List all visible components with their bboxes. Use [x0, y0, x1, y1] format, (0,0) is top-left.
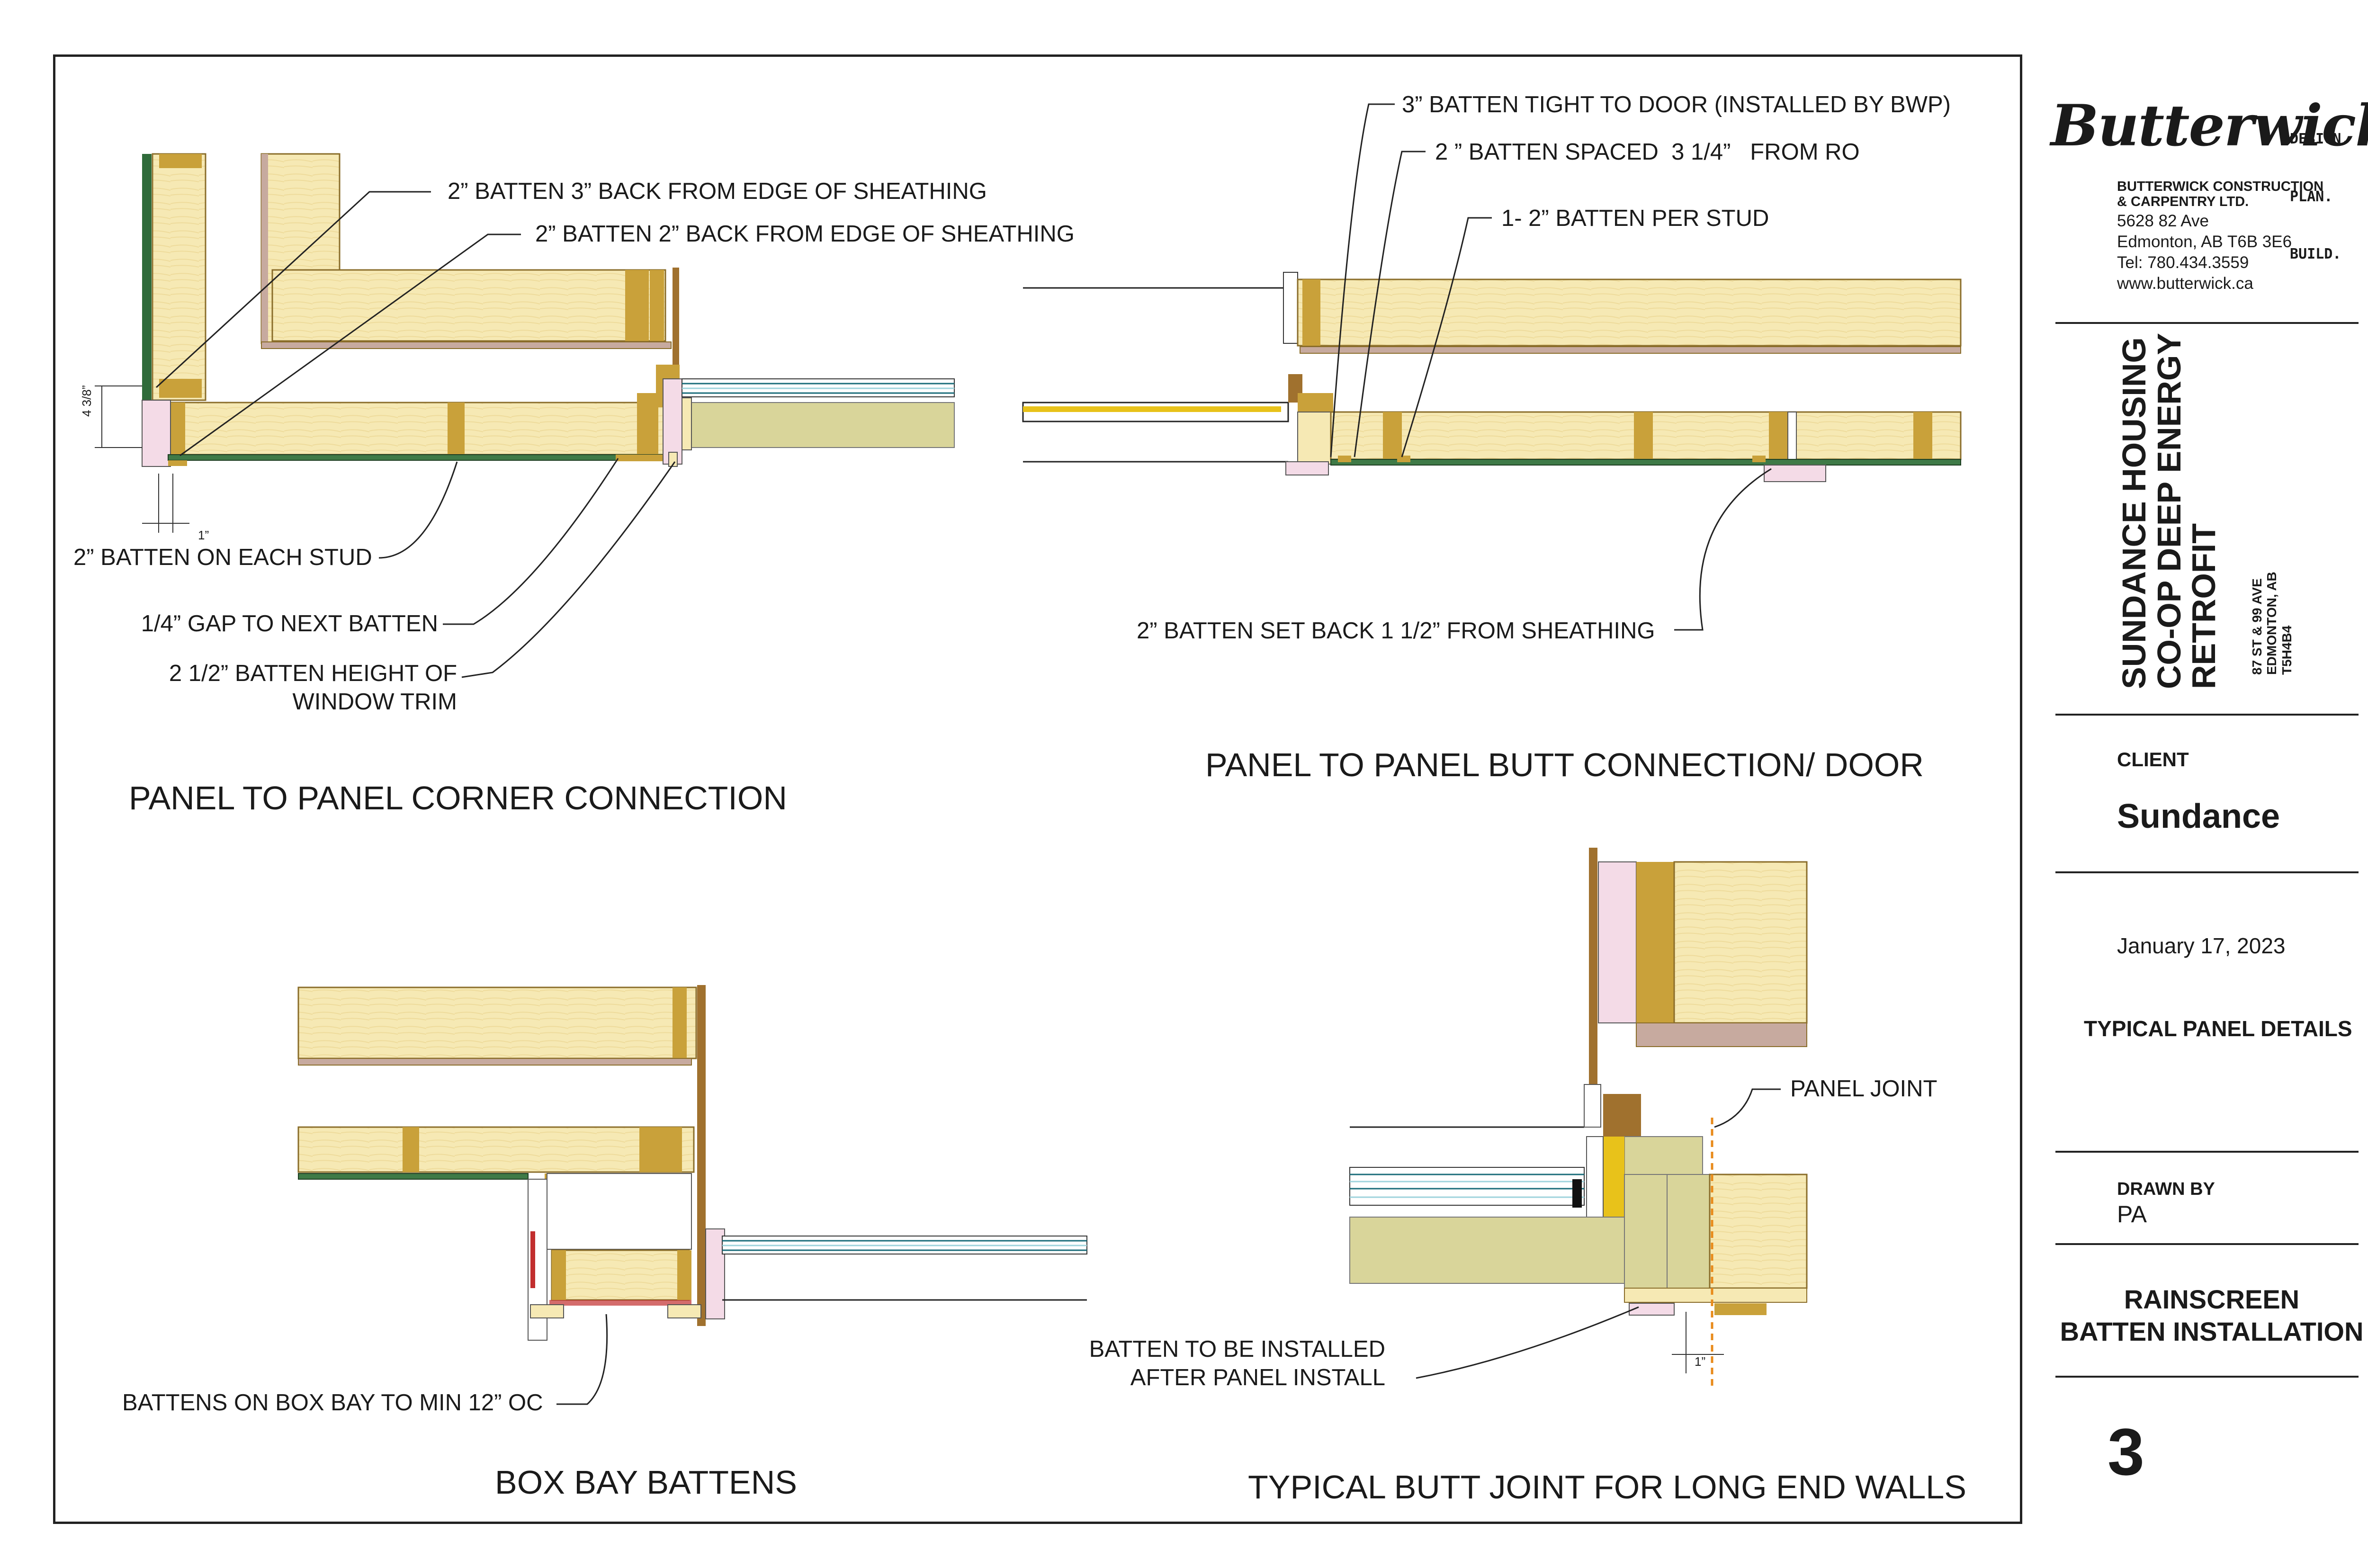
tagline-build: BUILD.: [2290, 246, 2341, 262]
title-corner: PANEL TO PANEL CORNER CONNECTION: [129, 780, 787, 816]
callout-each-stud: 2” BATTEN ON EACH STUD: [73, 545, 372, 570]
dim-offset-joint: 1”: [1695, 1354, 1706, 1369]
title-butt-joint: TYPICAL BUTT JOINT FOR LONG END WALLS: [1248, 1469, 1966, 1505]
divider: [2055, 871, 2359, 873]
issue-date: January 17, 2023: [2117, 933, 2286, 958]
drawing-subject: RAINSCREEN BATTEN INSTALLATION: [2060, 1284, 2364, 1347]
tagline-plan: PLAN.: [2290, 188, 2333, 205]
logo-tagline: DESIGN. PLAN. BUILD.: [2290, 91, 2350, 303]
divider: [2055, 1243, 2359, 1245]
sheet-title: TYPICAL PANEL DETAILS: [2084, 1016, 2352, 1041]
callout-gap: 1/4” GAP TO NEXT BATTEN: [141, 611, 438, 636]
client-name: Sundance: [2117, 797, 2280, 835]
callout-batten-2-back: 2” BATTEN 2” BACK FROM EDGE OF SHEATHING: [535, 221, 1075, 247]
callout-batten-3-back: 2” BATTEN 3” BACK FROM EDGE OF SHEATHING: [448, 179, 987, 204]
callout-panel-joint: PANEL JOINT: [1790, 1076, 1937, 1102]
butt-door-detail: [1022, 103, 1962, 631]
dim-height: 4 3/8”: [80, 385, 94, 417]
callout-min-oc: BATTENS ON BOX BAY TO MIN 12” OC: [122, 1390, 543, 1416]
project-name: SUNDANCE HOUSING CO-OP DEEP ENERGY RETRO…: [2116, 332, 2222, 689]
divider: [2055, 1151, 2359, 1153]
drawing-border: [53, 54, 2022, 1524]
corner-detail: [95, 153, 955, 678]
tagline-design: DESIGN.: [2290, 131, 2350, 147]
drawn-by: PA: [2117, 1201, 2147, 1228]
title-box-bay: BOX BAY BATTENS: [495, 1464, 797, 1501]
title-butt-door: PANEL TO PANEL BUTT CONNECTION/ DOOR: [1205, 746, 1924, 783]
callout-set-back: 2” BATTEN SET BACK 1 1/2” FROM SHEATHING: [1137, 618, 1655, 644]
butt-joint-detail: [1349, 848, 1808, 1388]
company-address: 5628 82 Ave Edmonton, AB T6B 3E6 Tel: 78…: [2117, 212, 2292, 293]
callout-after-install: BATTEN TO BE INSTALLED AFTER PANEL INSTA…: [1089, 1336, 1385, 1390]
dim-offset: 1”: [198, 528, 209, 542]
callout-window-trim: 2 1/2” BATTEN HEIGHT OF WINDOW TRIM: [169, 661, 457, 715]
divider: [2055, 1376, 2359, 1378]
divider: [2055, 714, 2359, 716]
client-label: CLIENT: [2117, 748, 2189, 771]
callout-tight-to-door: 3” BATTEN TIGHT TO DOOR (INSTALLED BY BW…: [1402, 92, 1951, 117]
callout-per-stud: 1- 2” BATTEN PER STUD: [1501, 206, 1769, 231]
sheet-number: 3: [2108, 1415, 2144, 1489]
title-block: Butterwick DESIGN. PLAN. BUILD. BUTTERWI…: [2051, 54, 2368, 1524]
callout-spaced: 2 ” BATTEN SPACED 3 1/4” FROM RO: [1435, 139, 1860, 165]
drawn-by-label: DRAWN BY: [2117, 1179, 2215, 1199]
box-bay-detail: [297, 985, 1087, 1405]
divider: [2055, 322, 2359, 324]
project-site: 87 ST & 99 AVE EDMONTON, AB T5H4B4: [2250, 572, 2294, 675]
company-logo: Butterwick: [2051, 92, 2368, 159]
company-name: BUTTERWICK CONSTRUCTION & CARPENTRY LTD.: [2117, 179, 2324, 209]
